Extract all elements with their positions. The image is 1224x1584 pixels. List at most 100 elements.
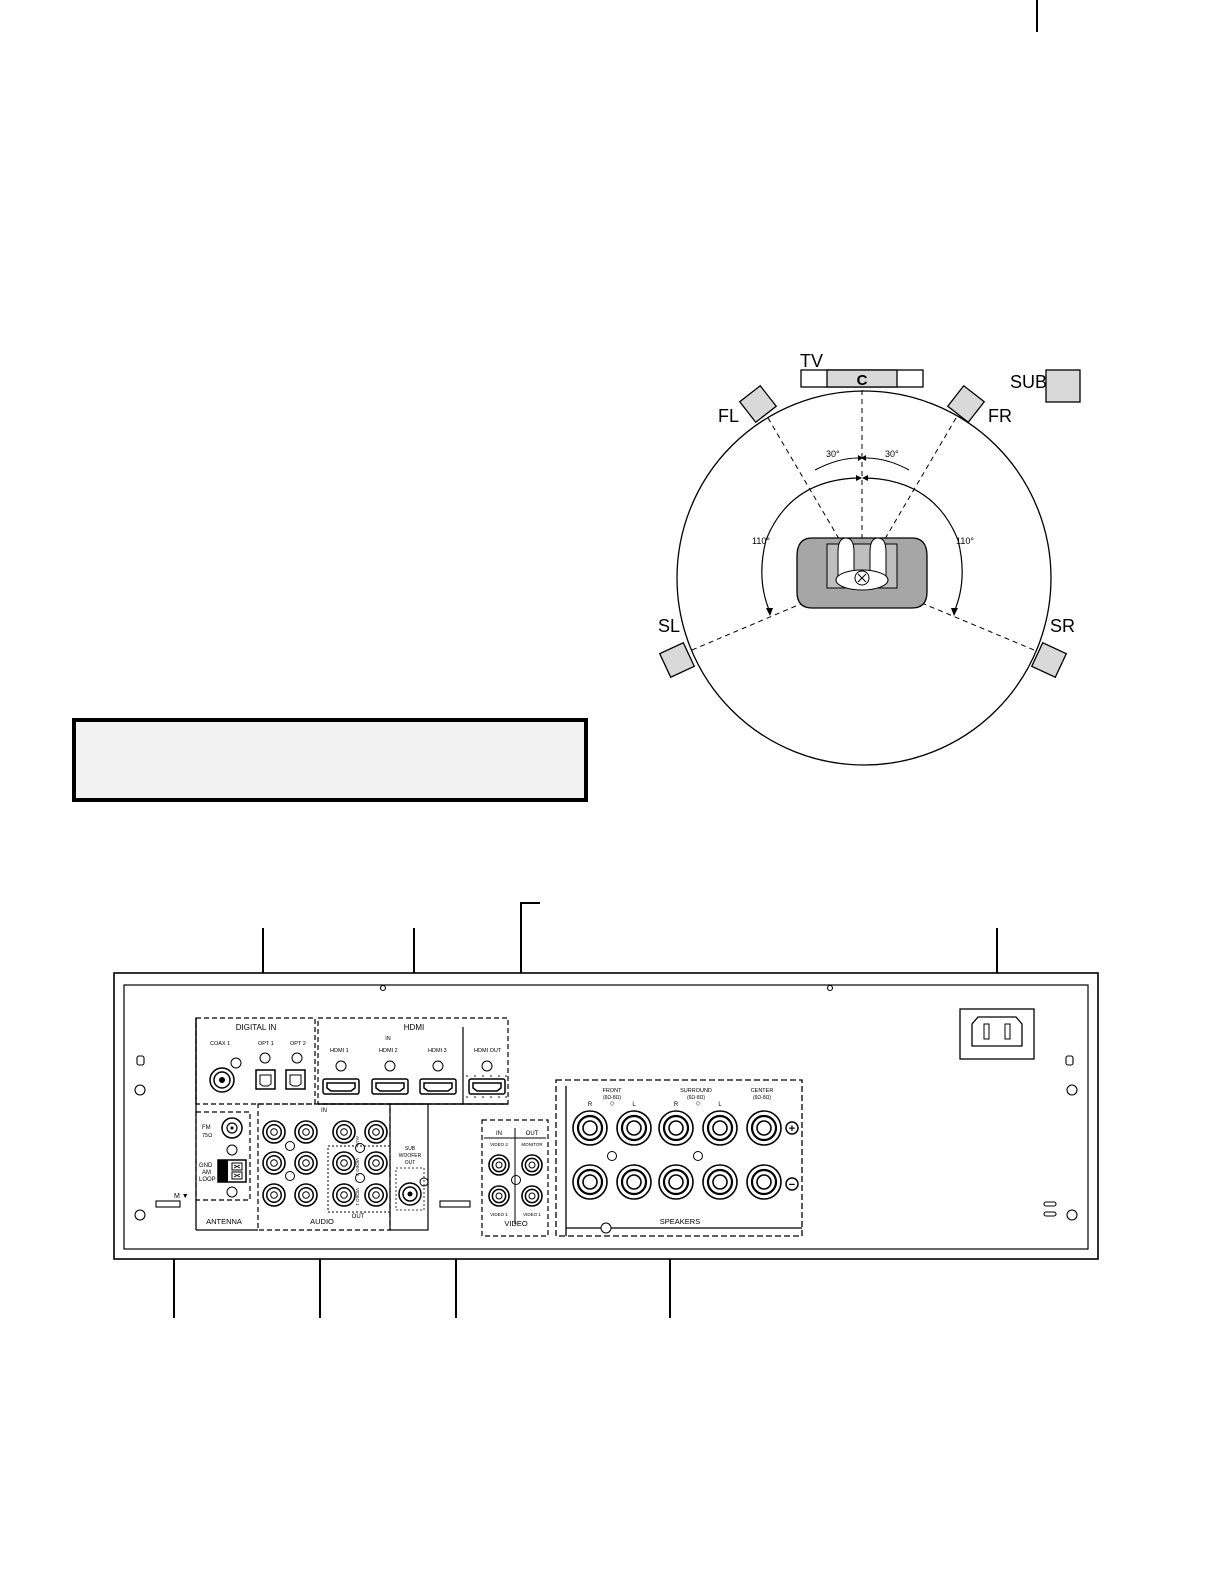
hdmi-section: HDMI IN HDMI 1 HDMI 2 HDMI 3 HDMI OUT	[317, 1017, 509, 1105]
front-l-label: L	[632, 1102, 636, 1108]
speaker-terminal-r2-c5[interactable]	[746, 1164, 782, 1200]
hdmi-out-port[interactable]	[468, 1078, 506, 1095]
subwoofer-section: SUB WOOFER OUT	[389, 1103, 429, 1231]
speaker-terminal-r1-c3[interactable]	[658, 1110, 694, 1146]
video-section: IN OUT VIDEO 2 MONITOR VIDEO 1 VIDEO 1 V…	[481, 1119, 549, 1237]
video-jack-2[interactable]	[521, 1154, 543, 1176]
speaker-layout-diagram: C TV SUB FL FR SL SR 30° 30° 110° 110°	[658, 351, 1081, 766]
audio-section: IN OUT AUX VIDEO 2 VIDEO 1 AUDIO	[257, 1103, 391, 1231]
digital-in-section: DIGITAL IN COAX 1 OPT 1 OPT 2	[195, 1017, 316, 1105]
video-out-video1-label: VIDEO 1	[523, 1212, 541, 1217]
audio-jack-r3-c2[interactable]	[294, 1183, 318, 1207]
center-label: C	[857, 372, 868, 389]
arc-30-left	[814, 457, 859, 471]
audio-out-label: OUT	[352, 1214, 365, 1220]
sub-label-line2: WOOFER	[399, 1153, 422, 1159]
audio-jack-r3-c3[interactable]	[332, 1183, 356, 1207]
note-box	[72, 718, 588, 802]
angle-surround-left: 110°	[752, 536, 770, 546]
hdmi-out-label: HDMI OUT	[474, 1048, 502, 1054]
gnd-label: GND	[199, 1163, 213, 1169]
digital-in-title: DIGITAL IN	[236, 1023, 277, 1032]
video-jack-4[interactable]	[521, 1185, 543, 1207]
audio-jack-r2-c1[interactable]	[262, 1151, 286, 1175]
loop-label: LOOP	[199, 1177, 216, 1183]
audio-jack-r3-c1[interactable]	[262, 1183, 286, 1207]
sub-label-line1: SUB	[405, 1146, 416, 1152]
speaker-terminal-r2-c4[interactable]	[702, 1164, 738, 1200]
audio-in-label: IN	[321, 1108, 327, 1114]
svg-text:◇: ◇	[696, 1101, 701, 1107]
surround-l-label: L	[718, 1102, 722, 1108]
svg-text:+: +	[789, 1123, 795, 1135]
hdmi-in-label: IN	[385, 1036, 391, 1042]
screw-holes	[134, 984, 1078, 1221]
speakers-title: SPEAKERS	[660, 1217, 700, 1226]
speaker-terminal-r1-c1[interactable]	[572, 1110, 608, 1146]
speaker-terminal-r2-c1[interactable]	[572, 1164, 608, 1200]
video-monitor-label: MONITOR	[521, 1142, 543, 1147]
speaker-terminal-r1-c2[interactable]	[616, 1110, 652, 1146]
coax1-jack[interactable]	[209, 1067, 235, 1093]
hdmi3-port[interactable]	[419, 1078, 457, 1095]
hdmi-out-dots	[466, 1075, 507, 1098]
video-in-video2-label: VIDEO 2	[490, 1142, 508, 1147]
speaker-terminal-r1-c5[interactable]	[746, 1110, 782, 1146]
surround-left-speaker	[658, 641, 696, 679]
fm-antenna-jack[interactable]	[221, 1117, 243, 1139]
audio-jack-r1-c4[interactable]	[364, 1120, 388, 1144]
audio-jack-r1-c2[interactable]	[294, 1120, 318, 1144]
antenna-title: ANTENNA	[206, 1217, 242, 1226]
center-speaker	[826, 369, 898, 388]
arc-110-left	[761, 477, 859, 613]
speaker-terminal-r2-c2[interactable]	[616, 1164, 652, 1200]
fm-label: FM	[202, 1125, 211, 1131]
hdmi2-label: HDMI 2	[379, 1048, 398, 1054]
hdmi1-port[interactable]	[322, 1078, 360, 1095]
power-inlet	[959, 1008, 1035, 1060]
speaker-terminal-r2-c3[interactable]	[658, 1164, 694, 1200]
hdmi-title: HDMI	[404, 1023, 424, 1032]
speaker-terminal-r1-c4[interactable]	[702, 1110, 738, 1146]
video-jack-1[interactable]	[488, 1154, 510, 1176]
front-r-label: R	[588, 1102, 593, 1108]
opt2-jack[interactable]	[285, 1069, 306, 1090]
video-jack-3[interactable]	[488, 1185, 510, 1207]
front-right-label: FR	[988, 406, 1012, 426]
audio-jack-r1-c1[interactable]	[262, 1120, 286, 1144]
front-ohm-label: (6Ω-8Ω)	[603, 1095, 621, 1101]
am-antenna-terminal[interactable]	[217, 1159, 247, 1183]
front-right-speaker	[946, 384, 986, 424]
opt2-label: OPT 2	[290, 1041, 306, 1047]
chassis-outer	[113, 972, 1099, 1260]
surround-label: SURROUND	[680, 1088, 712, 1094]
top-edge-line	[1036, 0, 1038, 32]
hdmi2-port[interactable]	[371, 1078, 409, 1095]
sight-lines	[691, 390, 1035, 651]
coax1-label: COAX 1	[210, 1041, 230, 1047]
listener-chair	[796, 537, 928, 609]
center-ohm-label: (6Ω-8Ω)	[753, 1095, 771, 1101]
arc-30-right	[865, 457, 910, 471]
plus-icon	[785, 1121, 799, 1135]
listening-circle	[676, 390, 1052, 766]
arc-110-right	[865, 477, 963, 613]
audio-jack-r2-c2[interactable]	[294, 1151, 318, 1175]
front-left-label: FL	[718, 406, 739, 426]
audio-jack-r2-c3[interactable]	[332, 1151, 356, 1175]
callout-lines-top	[262, 902, 998, 1122]
surround-right-label: SR	[1050, 616, 1075, 636]
opt1-jack[interactable]	[255, 1069, 276, 1090]
surround-ohm-label: (6Ω-8Ω)	[687, 1095, 705, 1101]
audio-aux-label: AUX	[355, 1136, 360, 1145]
audio-jack-r1-c3[interactable]	[332, 1120, 356, 1144]
audio-jack-r3-c4[interactable]	[364, 1183, 388, 1207]
front-label: FRONT	[603, 1088, 623, 1094]
am-label: AM	[202, 1170, 211, 1176]
surround-left-label: SL	[658, 616, 680, 636]
subwoofer-out-jack[interactable]	[398, 1182, 422, 1206]
audio-jack-r2-c4[interactable]	[364, 1151, 388, 1175]
svg-text:◇: ◇	[610, 1101, 615, 1107]
video-title: VIDEO	[504, 1219, 528, 1228]
video-in-video1-label: VIDEO 1	[490, 1212, 508, 1217]
